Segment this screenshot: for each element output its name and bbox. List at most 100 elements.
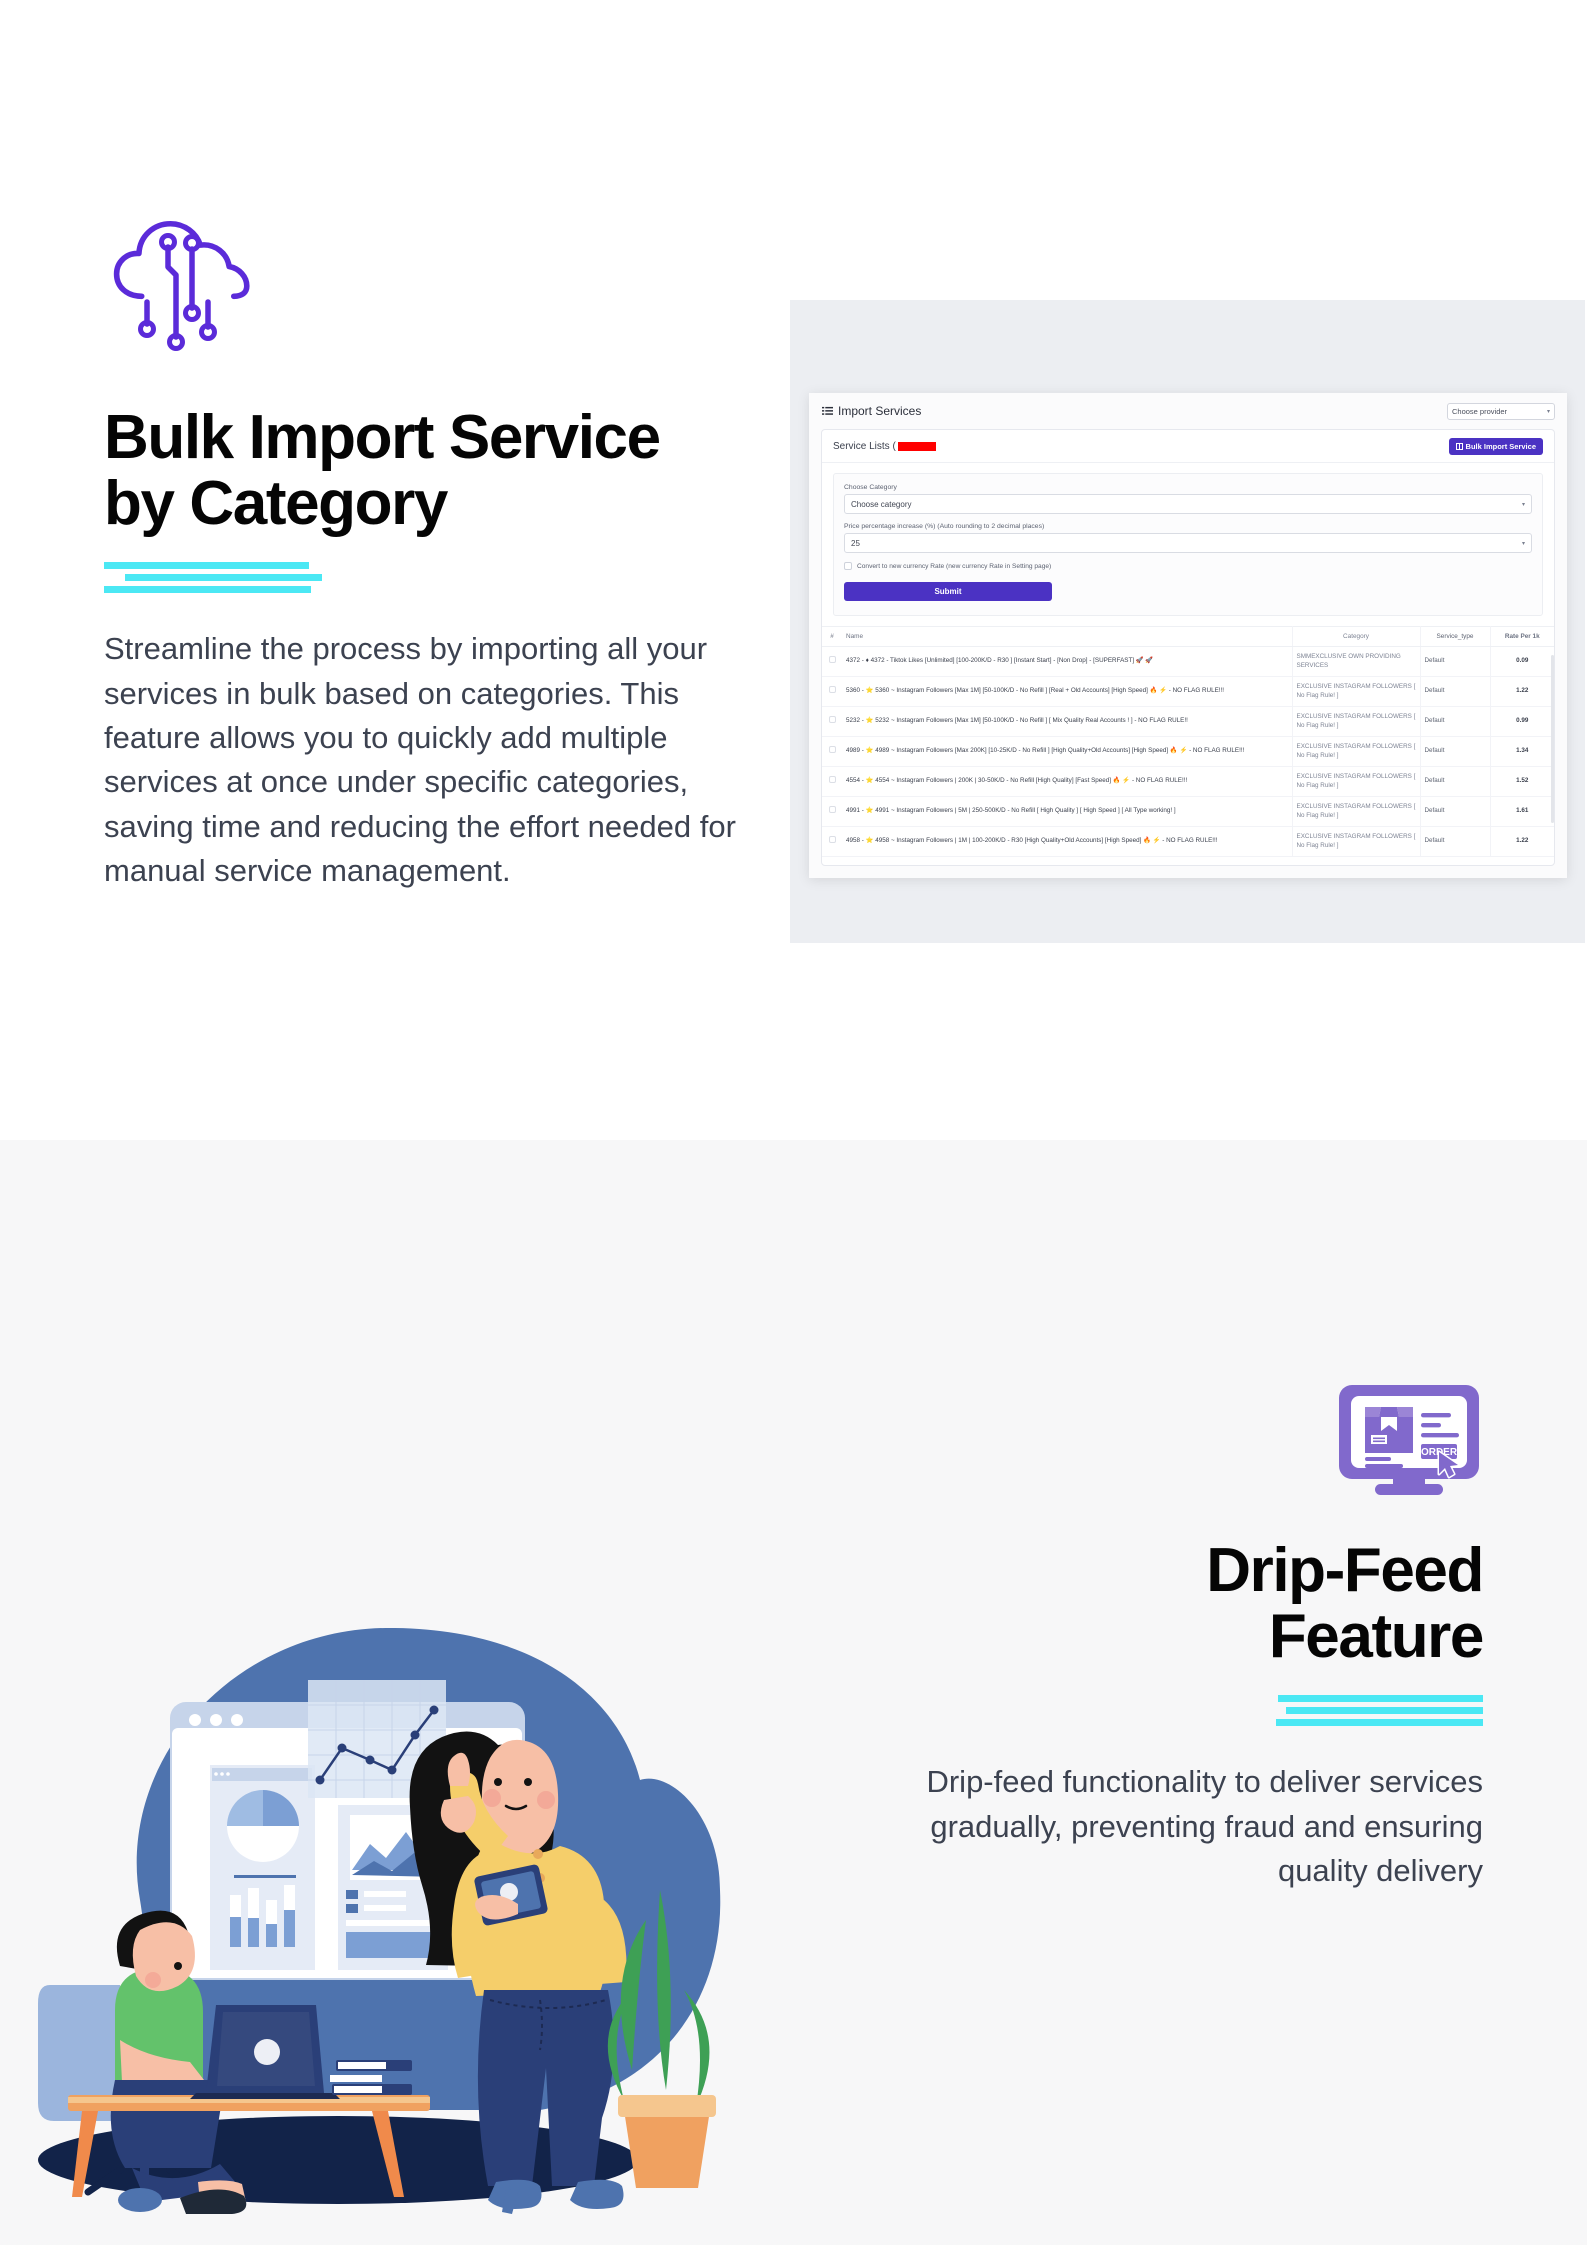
price-percentage-value: 25 [851,538,860,548]
row-checkbox-cell[interactable] [822,826,842,857]
cell-name: 4989 - ⭐ 4989 ~ Instagram Followers [Max… [842,736,1293,767]
row-checkbox[interactable] [828,806,836,814]
cell-name: 4554 - ⭐ 4554 ~ Instagram Followers | 20… [842,766,1293,797]
category-field-label: Choose Category [844,484,897,491]
row-checkbox-cell[interactable] [822,736,842,767]
convert-currency-checkbox[interactable] [844,562,852,570]
accent-bar [1286,1707,1483,1715]
col-category: Category [1292,626,1421,647]
row-checkbox-cell[interactable] [822,706,842,737]
cell-name: 4958 - ⭐ 4958 ~ Instagram Followers | 1M… [842,826,1293,857]
accent-bar [1278,1695,1483,1703]
table-row[interactable]: 4958 - ⭐ 4958 ~ Instagram Followers | 1M… [822,826,1554,857]
table-scrollbar[interactable] [1551,655,1554,823]
drip-feed-text-column: ORDER Drip-Feed Feature Drip-feed functi… [803,1383,1484,1893]
accent-bar [1276,1719,1483,1727]
accent-bar [104,586,311,594]
row-checkbox[interactable] [828,746,836,754]
col-service-type: Service_type [1420,626,1491,647]
table-row[interactable]: 4991 - ⭐ 4991 ~ Instagram Followers | 5M… [822,796,1554,827]
page-title: Bulk Import Service by Category [104,403,661,538]
cell-category: EXCLUSIVE INSTAGRAM FOLLOWERS [ No Flag … [1292,736,1421,767]
bulk-import-text-column: Bulk Import Service by Category Streamli… [104,205,804,893]
cell-name: 4991 - ⭐ 4991 ~ Instagram Followers | 5M… [842,796,1293,827]
cell-category: EXCLUSIVE INSTAGRAM FOLLOWERS [ No Flag … [1292,766,1421,797]
chevron-down-icon: ▾ [1521,540,1525,547]
cell-service-type: Default [1420,706,1491,737]
price-field-label: Price percentage increase (%) (Auto roun… [844,523,1045,530]
table-row[interactable]: 4989 - ⭐ 4989 ~ Instagram Followers [Max… [822,736,1554,767]
cloud-circuit-logo-icon [104,205,804,365]
cell-category: EXCLUSIVE INSTAGRAM FOLLOWERS [ No Flag … [1292,706,1421,737]
row-checkbox-cell[interactable] [822,646,842,677]
service-lists-label: Service Lists ( [833,441,896,452]
row-checkbox[interactable] [828,776,836,784]
services-table: # Name Category Service_type Rate Per 1k… [822,626,1554,857]
chevron-down-icon: ▾ [1546,408,1550,415]
row-checkbox[interactable] [828,836,836,844]
service-lists-panel: Service Lists ( Bulk Import Service Choo… [821,429,1555,866]
cell-rate: 1.22 [1490,676,1554,707]
cell-category: EXCLUSIVE INSTAGRAM FOLLOWERS [ No Flag … [1292,796,1421,827]
col-index: # [822,626,842,647]
cell-service-type: Default [1420,736,1491,767]
category-select-value: Choose category [851,499,912,509]
col-name: Name [842,626,1293,647]
cell-service-type: Default [1420,826,1491,857]
dashboard-window: Import Services Choose provider ▾ Servic… [809,393,1567,878]
submit-button[interactable]: Submit [844,582,1052,601]
chevron-down-icon: ▾ [1521,501,1525,508]
accent-bar [125,574,322,582]
convert-currency-label: Convert to new currency Rate (new curren… [857,562,1052,570]
table-row[interactable]: 5360 - ⭐ 5360 ~ Instagram Followers [Max… [822,676,1554,707]
table-import-icon [1455,443,1463,450]
submit-button-label: Submit [934,587,962,596]
provider-select[interactable]: Choose provider ▾ [1447,402,1555,420]
row-checkbox-cell[interactable] [822,796,842,827]
price-percentage-select[interactable]: 25 ▾ [844,533,1532,553]
row-checkbox[interactable] [828,716,836,724]
cell-service-type: Default [1420,646,1491,677]
cell-rate: 0.99 [1490,706,1554,737]
bulk-import-description: Streamline the process by importing all … [104,631,736,889]
category-select[interactable]: Choose category ▾ [844,494,1532,514]
list-icon [822,406,833,415]
provider-select-value: Choose provider [1452,406,1508,416]
accent-bar [104,562,309,570]
cell-category: EXCLUSIVE INSTAGRAM FOLLOWERS [ No Flag … [1292,826,1421,857]
panel-header: Service Lists ( Bulk Import Service [822,430,1554,463]
dashboard-screenshot: Import Services Choose provider ▾ Servic… [790,300,1585,943]
table-row[interactable]: 4372 - ♦ 4372 - Tiktok Likes [Unlimited]… [822,646,1554,677]
redaction-block [897,442,936,451]
cell-category: EXCLUSIVE INSTAGRAM FOLLOWERS [ No Flag … [1292,676,1421,707]
table-row[interactable]: 5232 - ⭐ 5232 ~ Instagram Followers [Max… [822,706,1554,737]
cell-service-type: Default [1420,766,1491,797]
team-data-analysis-illustration [10,1355,800,2214]
services-table-body: 4372 - ♦ 4372 - Tiktok Likes [Unlimited]… [822,646,1554,857]
import-services-label: Import Services [838,404,922,418]
accent-underline [104,562,322,594]
accent-underline [1265,1695,1483,1727]
cell-name: 5232 - ⭐ 5232 ~ Instagram Followers [Max… [842,706,1293,737]
table-row[interactable]: 4554 - ⭐ 4554 ~ Instagram Followers | 20… [822,766,1554,797]
cell-rate: 1.34 [1490,736,1554,767]
feature-section-bulk-import: Bulk Import Service by Category Streamli… [104,205,1585,943]
cell-name: 5360 - ⭐ 5360 ~ Instagram Followers [Max… [842,676,1293,707]
cell-rate: 1.61 [1490,796,1554,827]
row-checkbox-cell[interactable] [822,676,842,707]
cell-service-type: Default [1420,796,1491,827]
cell-rate: 1.52 [1490,766,1554,797]
table-header-row: # Name Category Service_type Rate Per 1k [822,626,1554,647]
monitor-order-box-icon: ORDER [1335,1385,1483,1499]
row-checkbox-cell[interactable] [822,766,842,797]
cell-category: SMMEXCLUSIVE OWN PROVIDING SERVICES [1292,646,1421,677]
dashboard-topbar: Import Services Choose provider ▾ [809,393,1567,429]
cell-rate: 0.09 [1490,646,1554,677]
row-checkbox[interactable] [828,686,836,694]
service-lists-title: Service Lists ( [833,441,936,452]
bulk-import-service-button[interactable]: Bulk Import Service [1448,438,1543,455]
convert-currency-row[interactable]: Convert to new currency Rate (new curren… [844,562,1532,570]
row-checkbox[interactable] [828,656,836,664]
col-rate: Rate Per 1k [1490,626,1554,647]
cell-name: 4372 - ♦ 4372 - Tiktok Likes [Unlimited]… [842,646,1293,677]
